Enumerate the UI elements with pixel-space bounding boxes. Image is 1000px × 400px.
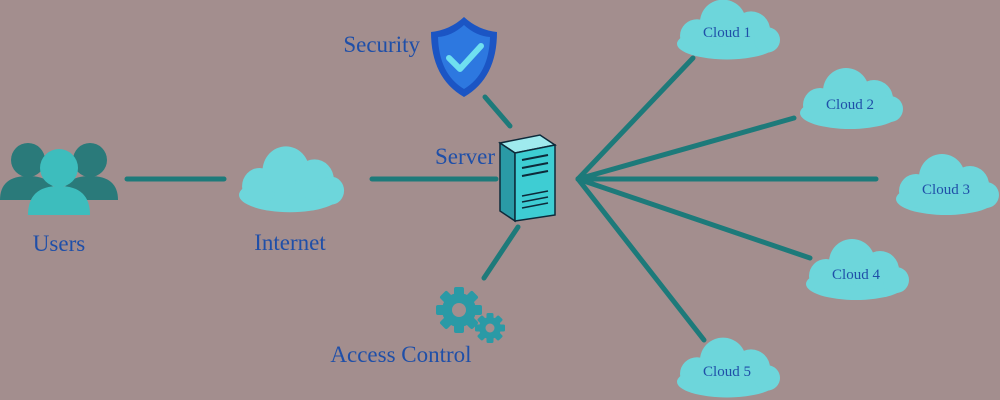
connector-server-cloud-2 <box>575 115 797 182</box>
gears-icon <box>436 287 505 343</box>
cloud-3: Cloud 3 <box>896 154 999 215</box>
cloud-3-label: Cloud 3 <box>922 182 970 198</box>
cloud-1-label: Cloud 1 <box>703 25 751 41</box>
users-icon <box>0 143 118 215</box>
cloud-4: Cloud 4 <box>806 239 909 300</box>
cloud-2-label: Cloud 2 <box>826 97 874 113</box>
connector-server-cloud-4 <box>575 176 813 261</box>
cloud-5: Cloud 5 <box>677 337 780 398</box>
security-label: Security <box>343 32 420 57</box>
server-tower-icon <box>498 134 557 223</box>
connectors <box>124 55 879 343</box>
server-label: Server <box>435 144 495 169</box>
cloud-1: Cloud 1 <box>677 0 780 60</box>
connector-server-security <box>482 94 513 129</box>
users-label: Users <box>33 231 85 256</box>
shield-check-icon <box>431 17 497 97</box>
cloud-4-label: Cloud 4 <box>832 267 880 283</box>
cloud-icon <box>239 146 345 213</box>
connector-server-cloud-5 <box>575 176 707 343</box>
access-control-label: Access Control <box>330 342 471 367</box>
connector-server-cloud-1 <box>575 55 696 182</box>
connector-server-access-control <box>481 224 521 281</box>
internet-label: Internet <box>254 230 326 255</box>
cloud-2: Cloud 2 <box>800 68 903 129</box>
cloud-5-label: Cloud 5 <box>703 364 751 380</box>
